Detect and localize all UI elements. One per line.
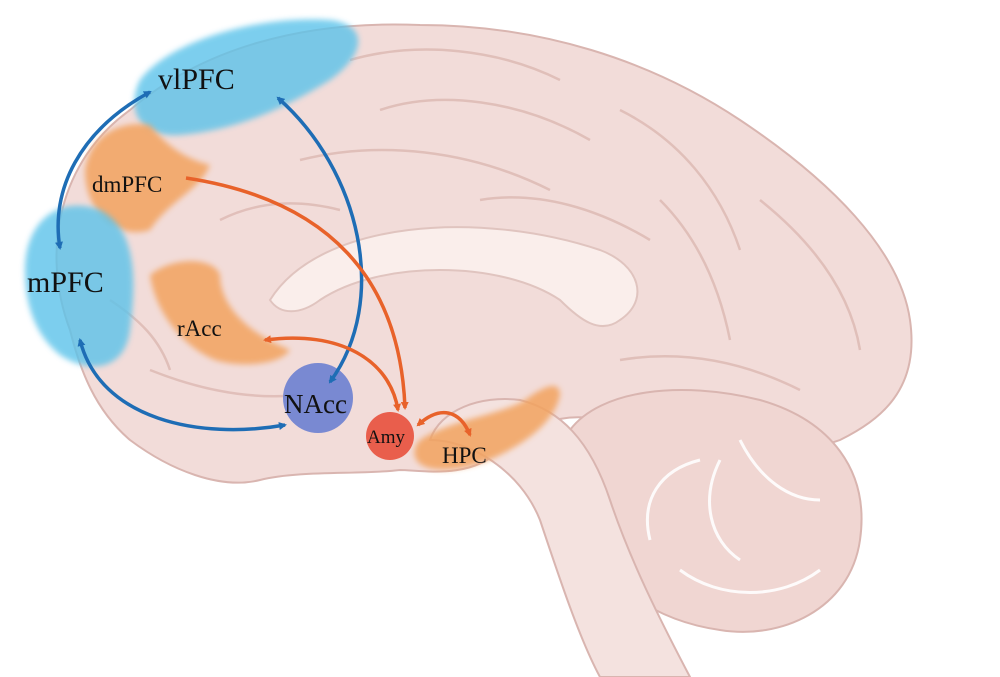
arrow-mPFC-NAcc [77, 338, 287, 432]
arrow-Amy-HPC [416, 410, 472, 437]
Amy-region [366, 412, 414, 460]
label-rAcc: rAcc [177, 316, 222, 341]
connections [55, 90, 472, 437]
cerebellum-folia [645, 439, 821, 594]
label-vlPFC: vlPFC [158, 63, 235, 96]
arrow-rAcc-Amy [263, 335, 401, 412]
label-dmPFC: dmPFC [92, 172, 162, 197]
label-HPC: HPC [442, 443, 487, 468]
label-NAcc: NAcc [284, 389, 347, 419]
vlPFC-region [134, 19, 359, 136]
label-mPFC: mPFC [27, 266, 104, 299]
brainstem [428, 398, 692, 677]
label-Amy: Amy [367, 427, 406, 448]
HPC-region [414, 385, 560, 470]
labels: vlPFC dmPFC mPFC rAcc NAcc Amy HPC [27, 63, 487, 468]
corpus-callosum [268, 226, 639, 327]
arrow-vlPFC-mPFC [55, 90, 152, 250]
